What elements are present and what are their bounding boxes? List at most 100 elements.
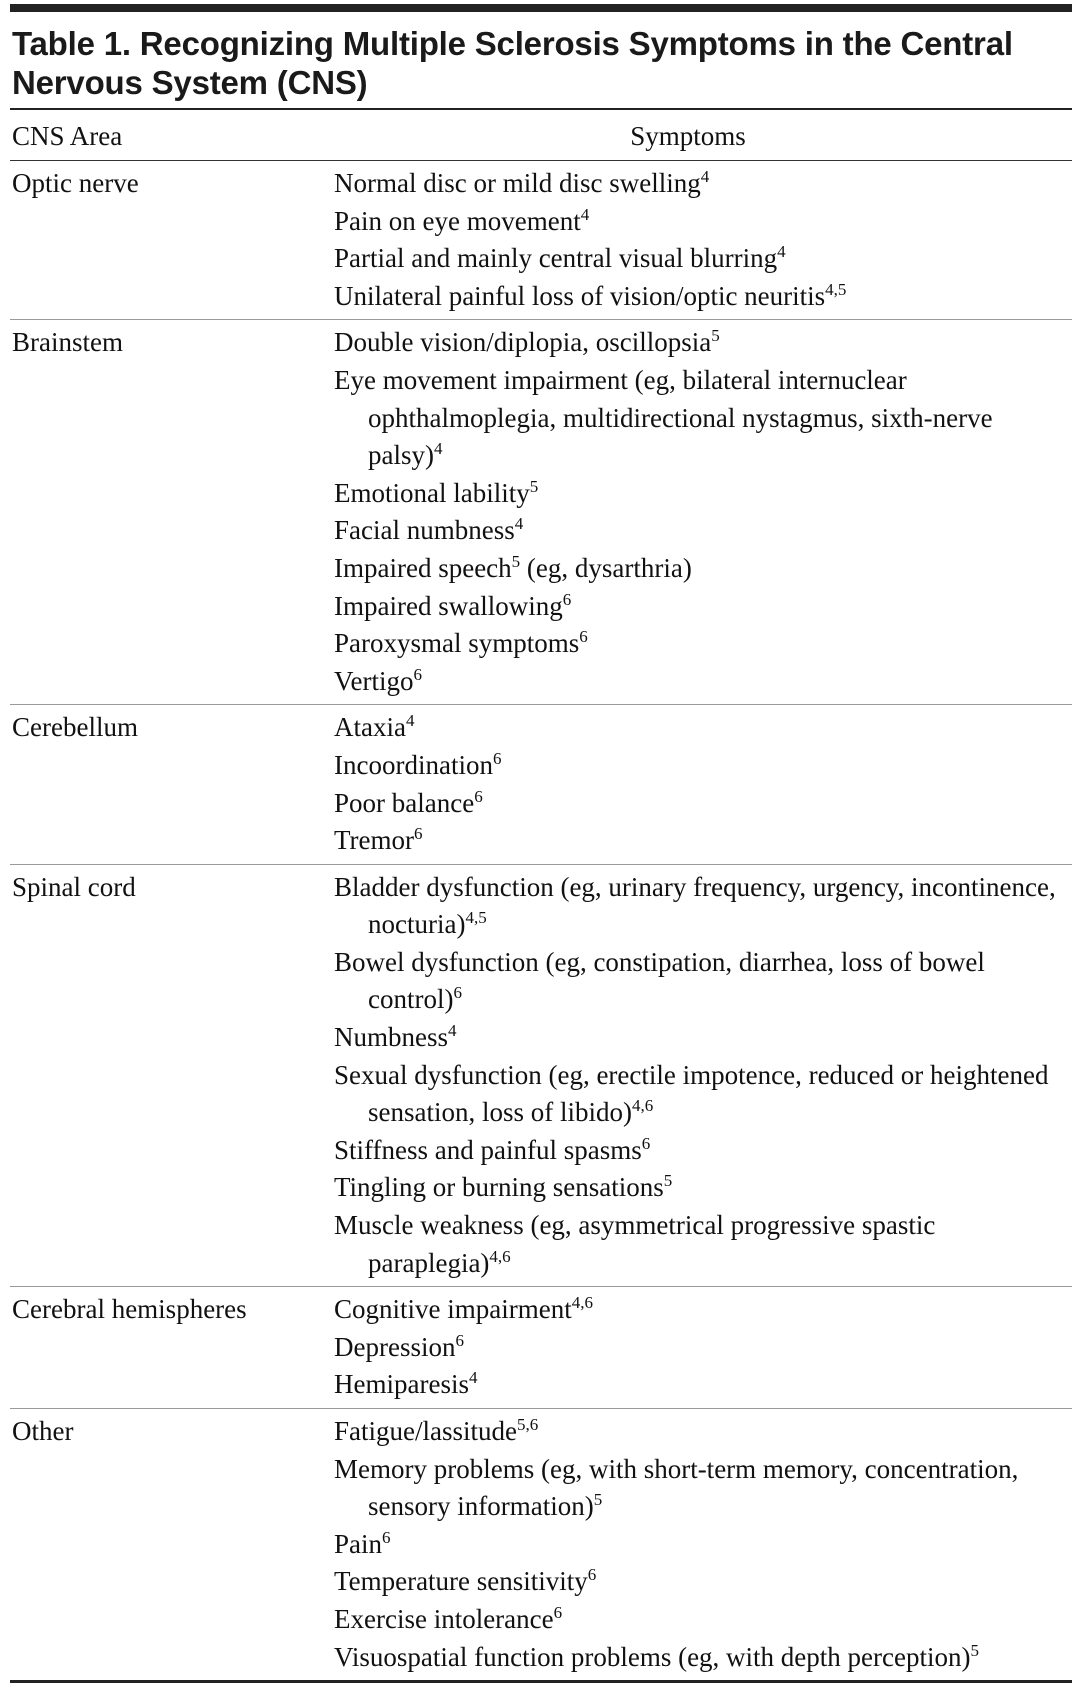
table-title: Table 1. Recognizing Multiple Sclerosis … xyxy=(12,25,1013,101)
reference-superscript: 5,6 xyxy=(516,1415,539,1434)
reference-superscript: 6 xyxy=(414,824,423,844)
symptom-item: Hemiparesis4 xyxy=(334,1366,1072,1404)
symptom-item: Pain6 xyxy=(334,1526,1072,1564)
reference-superscript: 5 xyxy=(663,1171,673,1191)
symptom-item: Ataxia4 xyxy=(334,709,1072,747)
table-row-group: Spinal cord Bladder dysfunction (eg, urin… xyxy=(10,865,1072,1288)
symptom-text: Paroxysmal symptoms xyxy=(334,628,580,659)
reference-superscript: 4 xyxy=(468,1368,478,1388)
reference-superscript: 4 xyxy=(405,711,415,731)
reference-superscript: 4,6 xyxy=(489,1246,511,1266)
symptom-text: Sexual dysfunction (eg, erectile impoten… xyxy=(334,1059,1049,1128)
symptom-item: Pain on eye movement4 xyxy=(334,203,1072,241)
reference-superscript: 4 xyxy=(580,204,590,224)
symptom-text: Bladder dysfunction (eg, urinary frequen… xyxy=(334,871,1056,940)
cns-area-cell: Spinal cord xyxy=(12,871,136,902)
symptom-text: Vertigo xyxy=(334,665,414,696)
symptom-item: Eye movement impairment (eg, bilateral i… xyxy=(334,362,1072,475)
symptom-item: Numbness4 xyxy=(334,1019,1072,1057)
symptom-text: Depression xyxy=(334,1331,456,1362)
symptom-item: Normal disc or mild disc swelling4 xyxy=(334,165,1072,203)
symptom-text: Poor balance xyxy=(334,787,475,818)
symptom-text: Tremor xyxy=(334,825,415,856)
reference-superscript: 6 xyxy=(641,1133,651,1153)
symptom-item: Bladder dysfunction (eg, urinary frequen… xyxy=(334,869,1072,944)
symptom-item: Impaired speech5 (eg, dysarthria) xyxy=(334,550,1072,588)
table-row-group: Cerebral hemispheres Cognitive impairment… xyxy=(10,1287,1072,1409)
header-symptoms: Symptoms xyxy=(630,121,746,151)
symptom-item: Temperature sensitivity6 xyxy=(334,1563,1072,1601)
symptom-item: Vertigo6 xyxy=(334,663,1072,701)
symptom-item: Sexual dysfunction (eg, erectile impoten… xyxy=(334,1057,1072,1132)
reference-superscript: 6 xyxy=(455,1330,464,1350)
symptom-item: Tremor6 xyxy=(334,822,1072,860)
reference-superscript: 4,6 xyxy=(632,1096,654,1116)
symptom-text: Partial and mainly central visual blurri… xyxy=(334,243,778,274)
symptom-text: Facial numbness xyxy=(334,515,515,546)
symptom-text: Pain on eye movement xyxy=(334,205,581,236)
top-rule xyxy=(10,4,1072,12)
symptom-item: Impaired swallowing6 xyxy=(334,588,1072,626)
symptom-item: Poor balance6 xyxy=(334,785,1072,823)
symptom-item: Incoordination6 xyxy=(334,747,1072,785)
header-rule xyxy=(10,160,1072,161)
reference-superscript: 4 xyxy=(514,514,524,534)
symptom-item: Visuospatial function problems (eg, with… xyxy=(334,1639,1072,1677)
reference-superscript: 6 xyxy=(587,1565,597,1585)
reference-superscript: 4,6 xyxy=(571,1293,593,1313)
symptom-item: Emotional lability5 xyxy=(334,475,1072,513)
symptom-item: Cognitive impairment4,6 xyxy=(334,1291,1072,1329)
symptom-item: Muscle weakness (eg, asymmetrical progre… xyxy=(334,1207,1072,1282)
cns-area-cell: Cerebral hemispheres xyxy=(12,1294,247,1325)
symptom-text: Tingling or burning sensations xyxy=(334,1172,664,1203)
reference-superscript: 4 xyxy=(700,167,710,186)
reference-superscript: 4,5 xyxy=(825,279,847,299)
reference-superscript: 5 xyxy=(529,476,539,496)
symptom-text-tail: (eg, dysarthria) xyxy=(520,552,692,583)
table-header-row: CNS Area Symptoms xyxy=(10,110,1072,160)
symptom-item: Fatigue/lassitude5,6 xyxy=(334,1413,1072,1451)
reference-superscript: 4 xyxy=(433,439,443,459)
symptom-item: Bowel dysfunction (eg, constipation, dia… xyxy=(334,944,1072,1019)
header-cns-area: CNS Area xyxy=(12,121,123,151)
reference-superscript: 5 xyxy=(711,326,720,346)
symptom-text: Muscle weakness (eg, asymmetrical progre… xyxy=(334,1210,936,1278)
cns-area-cell: Cerebellum xyxy=(12,712,138,743)
title-rule xyxy=(10,108,1072,110)
symptom-text: Double vision/diplopia, oscillopsia xyxy=(334,327,712,358)
reference-superscript: 6 xyxy=(382,1527,391,1547)
reference-superscript: 6 xyxy=(492,748,502,768)
bottom-rule xyxy=(10,1680,1072,1684)
reference-superscript: 4 xyxy=(777,242,786,262)
symptom-text: Visuospatial function problems (eg, with… xyxy=(334,1641,971,1672)
symptom-item: Stiffness and painful spasms6 xyxy=(334,1132,1072,1170)
symptom-text: Cognitive impairment xyxy=(334,1294,572,1325)
symptom-text: Pain xyxy=(334,1528,383,1559)
reference-superscript: 4 xyxy=(448,1021,457,1041)
symptom-item: Partial and mainly central visual blurri… xyxy=(334,240,1072,278)
reference-superscript: 5 xyxy=(593,1490,603,1510)
reference-superscript: 6 xyxy=(413,664,422,684)
symptom-item: Memory problems (eg, with short-term mem… xyxy=(334,1451,1072,1526)
symptom-item: Double vision/diplopia, oscillopsia5 xyxy=(334,324,1072,362)
reference-superscript: 6 xyxy=(553,1602,563,1622)
symptom-text: Numbness xyxy=(334,1022,448,1053)
symptoms-table: Table 1. Recognizing Multiple Sclerosis … xyxy=(10,4,1072,1684)
symptom-text: Memory problems (eg, with short-term mem… xyxy=(334,1453,1019,1522)
reference-superscript: 6 xyxy=(474,786,483,806)
symptom-text: Temperature sensitivity xyxy=(334,1566,588,1597)
symptom-text: Exercise intolerance xyxy=(334,1603,554,1634)
symptom-text: Unilateral painful loss of vision/optic … xyxy=(334,280,826,311)
